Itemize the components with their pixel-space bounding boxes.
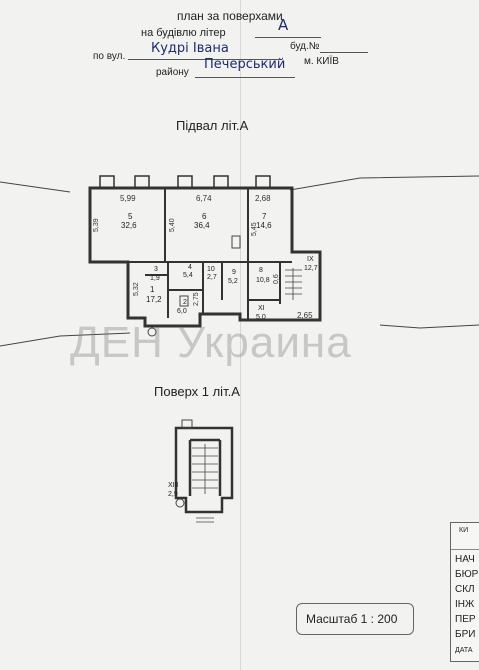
room-id: 2	[183, 299, 187, 306]
stamp-row-label: НАЧ	[455, 554, 475, 565]
room-id: 10	[207, 266, 215, 273]
room-area: 2,7	[207, 274, 217, 281]
basement-section-line-right	[289, 175, 479, 191]
title-block-stamp: КИ НАЧ БЮР СКЛ ІНЖ ПЕР БРИ ДАТА	[450, 522, 479, 662]
plan-title: план за поверхами	[177, 9, 283, 23]
room-id: 5	[128, 212, 133, 221]
stamp-row-label: ДАТА	[455, 647, 473, 654]
basement-windows	[99, 175, 271, 189]
scale-label: Масштаб 1 : 200	[306, 612, 398, 626]
house-label: буд.№	[290, 41, 320, 52]
basement-walls	[88, 186, 322, 328]
room-id: XI	[258, 305, 265, 312]
building-letter-underline	[255, 37, 321, 38]
stamp-row-label: СКЛ	[455, 584, 475, 595]
room-area: 36,4	[194, 221, 210, 230]
room-area: 5,2	[228, 278, 238, 285]
basement-title: Підвал літ.А	[176, 118, 249, 133]
stamp-row-label: БЮР	[455, 569, 479, 580]
street-underline	[128, 59, 282, 60]
room-area: 10,8	[256, 277, 270, 284]
room-id: 7	[262, 212, 267, 221]
street-prefix: по вул.	[93, 51, 126, 62]
dim-label: 5,40	[169, 218, 176, 232]
district-label: району	[156, 67, 189, 78]
floor1-fixtures	[175, 419, 193, 508]
stamp-top-label: КИ	[459, 527, 469, 534]
basement-inner-walls	[90, 188, 292, 320]
room-id: 8	[259, 267, 263, 274]
stamp-row-label: ПЕР	[455, 614, 476, 625]
paper-fold-line	[240, 0, 241, 670]
room-id: 4	[188, 264, 192, 271]
dim-label: 5,39	[93, 218, 100, 232]
building-letter: А	[278, 16, 289, 34]
room-area: 5,4	[183, 272, 193, 279]
street-name: Кудрі Івана	[151, 41, 229, 56]
dim-label: 6,74	[196, 194, 212, 203]
basement-section-line-left	[0, 181, 71, 193]
dim-label: 0,6	[273, 274, 280, 284]
room-area: 6,0	[177, 308, 187, 315]
watermark: ДЕН Украина	[70, 318, 352, 367]
room-area: 1,9	[150, 275, 160, 282]
stamp-divider	[451, 549, 479, 550]
room-area: 12,7	[304, 265, 318, 272]
room-area: 32,6	[121, 221, 137, 230]
dim-label: 5,99	[120, 194, 136, 203]
room-area: 14,6	[256, 221, 272, 230]
stamp-row-label: БРИ	[455, 629, 476, 640]
room-id: IX	[307, 256, 314, 263]
district-underline	[195, 77, 295, 78]
dim-label: 5,32	[133, 282, 140, 296]
scale-box	[296, 603, 414, 635]
room-id: 6	[202, 212, 207, 221]
dim-label: 2,75	[193, 292, 200, 306]
room-id: XIII	[168, 482, 179, 489]
room-id: 3	[154, 266, 158, 273]
room-area: 5,0	[256, 314, 266, 321]
district-name: Печерський	[204, 57, 286, 72]
room-id: 1	[150, 285, 155, 294]
dim-label: 2,65	[297, 311, 313, 320]
dim-label: 5,45	[251, 222, 258, 236]
stamp-row-label: ІНЖ	[455, 599, 475, 610]
floor1-stairs	[192, 444, 218, 523]
floor1-walls	[174, 426, 234, 514]
room-id: 9	[232, 269, 236, 276]
house-underline	[320, 52, 368, 53]
room-area: 17,2	[146, 295, 162, 304]
room-area: 2,9	[168, 491, 178, 498]
floor1-title: Поверх 1 літ.А	[154, 384, 240, 399]
lower-section-line	[0, 324, 479, 347]
basement-stairs	[285, 268, 302, 300]
city-label: м. КИЇВ	[304, 56, 339, 67]
building-prefix: на будівлю літер	[141, 27, 226, 39]
dim-label: 2,68	[255, 194, 271, 203]
basement-fixtures	[147, 235, 241, 337]
